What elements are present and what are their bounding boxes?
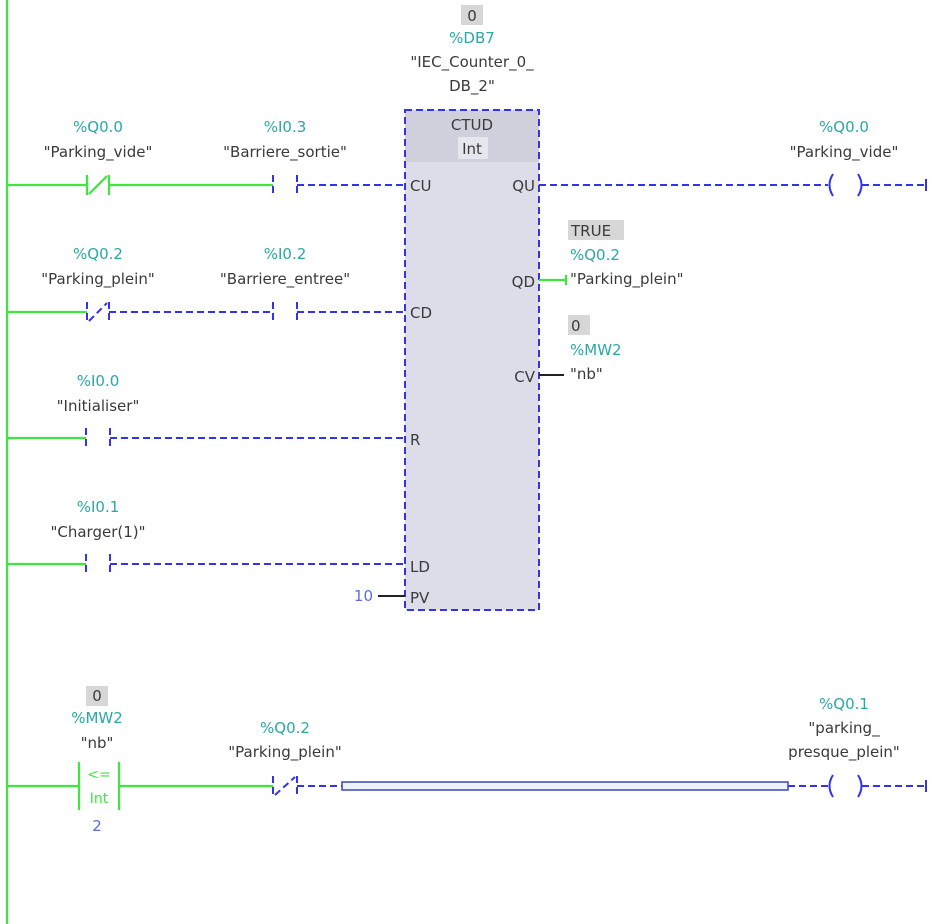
pin-qu: QU [512, 177, 535, 195]
cmp-value: 0 [92, 687, 102, 705]
cv-value-box [568, 315, 590, 335]
qd-address: %Q0.2 [570, 246, 620, 264]
contact-charger[interactable]: %I0.1 "Charger(1)" [7, 498, 405, 574]
cv-value: 0 [571, 317, 581, 335]
contact-parking-vide[interactable]: %Q0.0 "Parking_vide" [7, 118, 273, 195]
cmp-value-box [86, 686, 108, 706]
block-border [404, 109, 540, 611]
coil-address: %Q0.0 [819, 118, 869, 136]
double-wire [341, 781, 828, 791]
qd-value-box [568, 220, 624, 240]
coil-address: %Q0.1 [819, 695, 869, 713]
contact-symbol: "Parking_vide" [44, 143, 153, 162]
pin-cu: CU [410, 177, 431, 195]
contact-address: %Q0.2 [260, 719, 310, 737]
cmp-operator: <= [87, 767, 110, 783]
contact-address: %Q0.0 [73, 118, 123, 136]
pin-ld: LD [410, 558, 430, 576]
qd-value: TRUE [570, 222, 611, 240]
contact-address: %I0.3 [264, 118, 307, 136]
instance-value-box [461, 5, 483, 25]
comparator-le-int[interactable]: 0 %MW2 "nb" <= Int 2 [7, 686, 273, 835]
cmp-datatype: Int [90, 791, 109, 807]
pin-pv: PV [410, 589, 430, 607]
contact-address: %I0.1 [77, 498, 120, 516]
block-datatype[interactable]: Int [462, 140, 482, 158]
contact-symbol: "Parking_plein" [41, 270, 155, 289]
datatype-box [458, 137, 488, 159]
pin-cv: CV [514, 368, 535, 386]
instance-address[interactable]: %DB7 [449, 29, 495, 47]
pv-value: 10 [354, 587, 373, 605]
coil-symbol: "Parking_vide" [790, 143, 899, 162]
contact-parking-plein[interactable]: %Q0.2 "Parking_plein" [7, 245, 273, 322]
contact-symbol: "Barriere_sortie" [223, 143, 347, 162]
contact-symbol: "Initialiser" [57, 397, 140, 415]
cmp-symbol: "nb" [81, 734, 114, 752]
contact-address: %Q0.2 [73, 245, 123, 263]
pin-cd: CD [410, 304, 432, 322]
cv-address: %MW2 [570, 341, 622, 359]
coil-parking-vide[interactable]: %Q0.0 "Parking_vide" [790, 118, 927, 197]
contact-barriere-sortie[interactable]: %I0.3 "Barriere_sortie" [223, 118, 405, 195]
qd-output[interactable]: TRUE %Q0.2 "Parking_plein" [539, 220, 684, 289]
contact-symbol: "Barriere_entree" [220, 270, 350, 289]
cmp-address: %MW2 [71, 709, 123, 727]
pv-input[interactable]: 10 [354, 587, 405, 605]
instance-value: 0 [467, 7, 477, 25]
coil-symbol-line2: presque_plein" [788, 743, 900, 762]
ctud-block[interactable]: CTUD Int CU CD R LD PV QU QD CV [404, 109, 540, 611]
contact-symbol: "Charger(1)" [50, 523, 145, 541]
coil-parking-presque-plein[interactable]: %Q0.1 "parking_ presque_plein" [788, 695, 927, 798]
contact-initialiser[interactable]: %I0.0 "Initialiser" [7, 372, 405, 448]
instance-name-line2[interactable]: DB_2" [449, 77, 495, 96]
pin-r: R [410, 431, 420, 449]
contact-address: %I0.2 [264, 245, 307, 263]
cv-symbol: "nb" [570, 365, 603, 383]
pin-qd: QD [512, 273, 535, 291]
cv-output[interactable]: 0 %MW2 "nb" [539, 315, 622, 383]
contact-symbol: "Parking_plein" [228, 743, 342, 762]
qd-symbol: "Parking_plein" [570, 270, 684, 289]
cmp-operand: 2 [92, 817, 102, 835]
contact-address: %I0.0 [77, 372, 120, 390]
contact-parking-plein-2[interactable]: %Q0.2 "Parking_plein" [228, 719, 342, 796]
contact-barriere-entree[interactable]: %I0.2 "Barriere_entree" [220, 245, 405, 322]
coil-symbol-line1: "parking_ [808, 719, 880, 738]
block-type: CTUD [451, 116, 493, 134]
instance-name-line1[interactable]: "IEC_Counter_0_ [410, 53, 534, 72]
block-body [405, 110, 539, 610]
